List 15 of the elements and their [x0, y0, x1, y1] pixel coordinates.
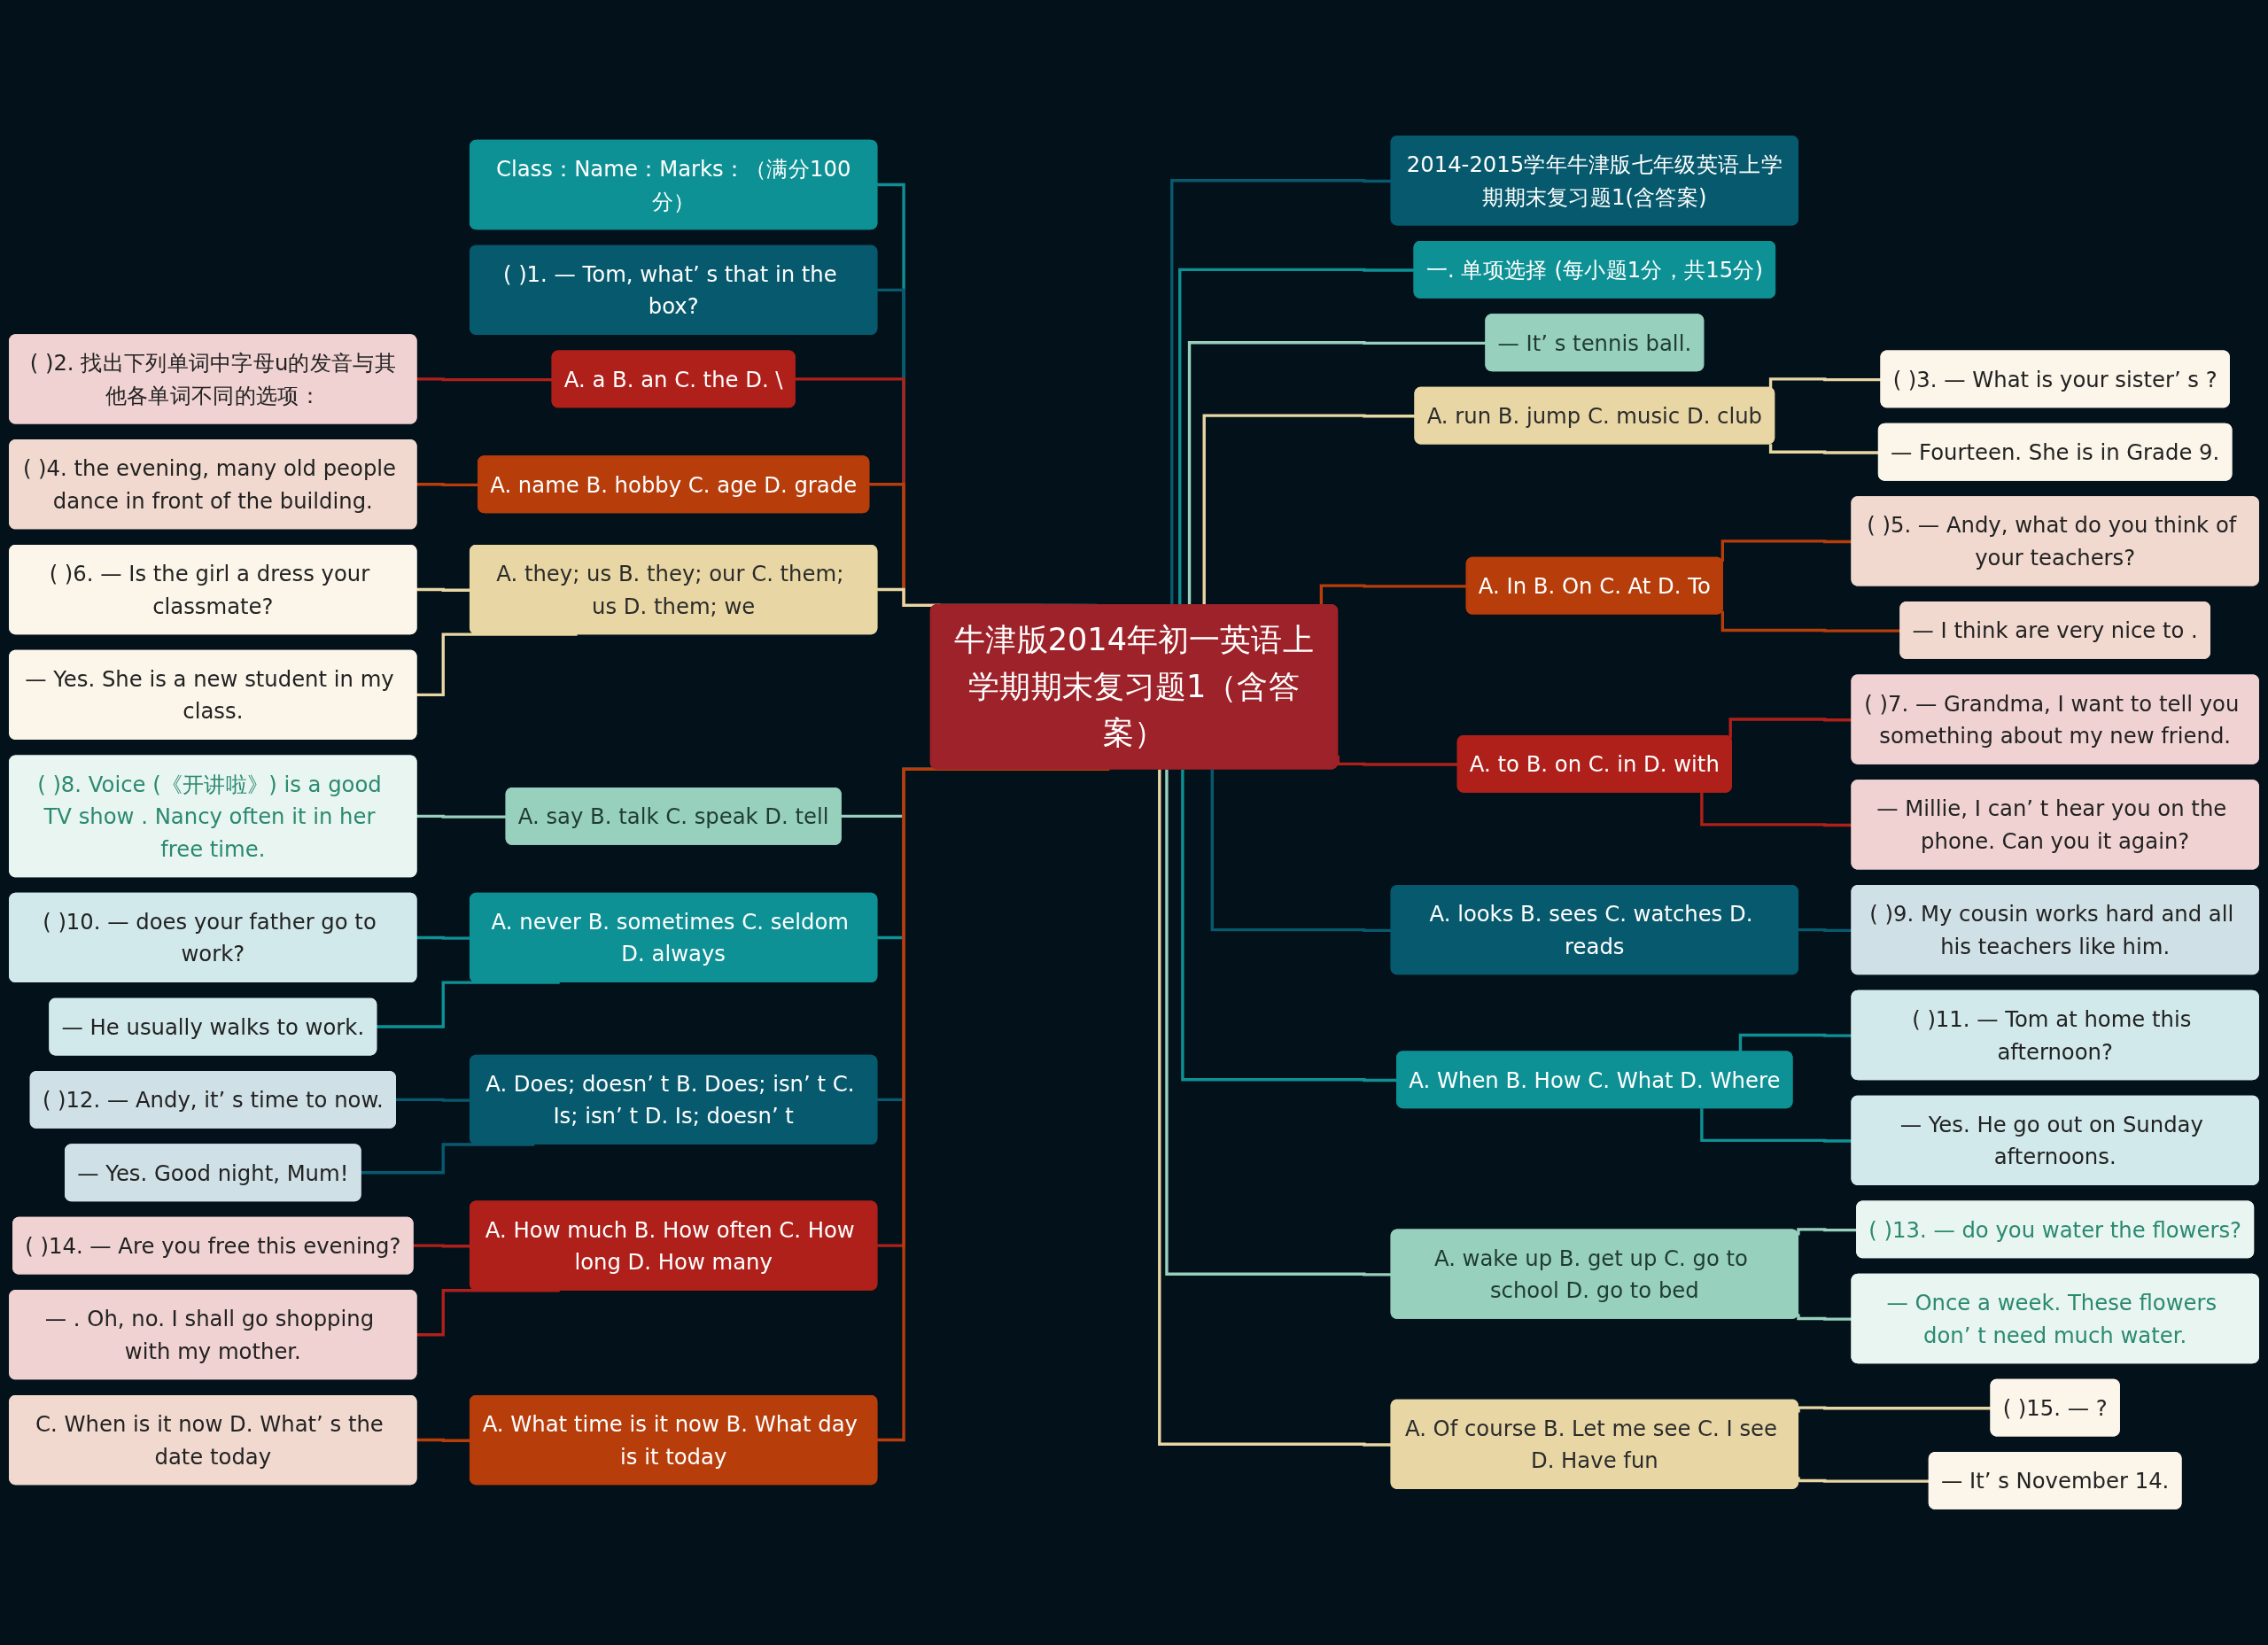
connector — [1202, 414, 1416, 606]
connector — [1768, 377, 1882, 389]
connector — [1319, 584, 1467, 606]
connector — [1728, 718, 1852, 739]
connector — [1158, 769, 1392, 1447]
connector — [1720, 539, 1852, 562]
connector — [1738, 1033, 1852, 1052]
connector — [1178, 268, 1415, 606]
connector — [1165, 769, 1392, 1276]
connector — [1700, 1108, 1852, 1143]
connector — [1797, 1314, 1852, 1321]
connector — [1210, 769, 1392, 933]
connector — [1187, 341, 1487, 606]
connector — [1170, 179, 1392, 606]
connector — [1700, 792, 1852, 827]
